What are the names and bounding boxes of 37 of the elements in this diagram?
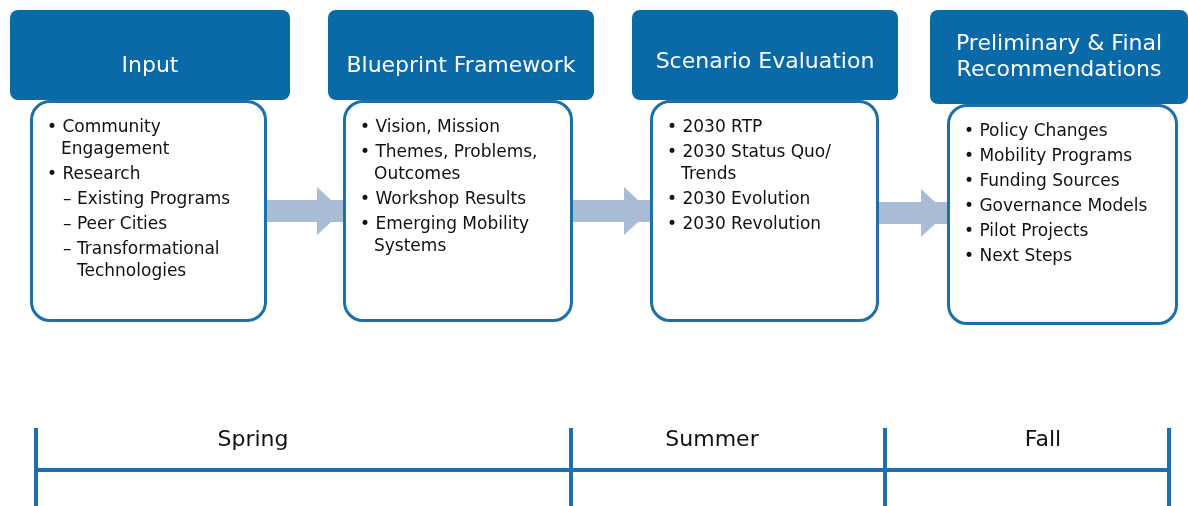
list-item: – Peer Cities	[62, 212, 169, 234]
season-label: Summer	[665, 426, 759, 451]
list-item: • 2030 Revolution	[667, 212, 823, 234]
list-item: • Workshop Results	[360, 187, 528, 209]
list-item: • Policy Changes	[964, 119, 1109, 141]
season-label: Spring	[217, 426, 289, 451]
content-card	[650, 100, 879, 322]
stage-header-box	[930, 10, 1188, 104]
content-card	[947, 104, 1178, 325]
list-item: • Mobility Programs	[964, 144, 1134, 166]
content-card	[30, 100, 267, 322]
stage-title: Input	[120, 52, 180, 78]
list-item: – Existing Programs	[62, 187, 232, 209]
block-arrow	[879, 189, 947, 237]
stage-title: Scenario Evaluation	[654, 48, 876, 74]
list-item: • Research	[47, 162, 142, 184]
stage-header-box	[328, 10, 594, 100]
stage-title: Preliminary & Final Recommendations	[954, 30, 1164, 82]
list-item: • Community Engagement	[47, 115, 171, 159]
list-item: • Vision, Mission	[360, 115, 501, 137]
block-arrow	[573, 187, 650, 235]
content-card	[343, 100, 573, 322]
stage-title: Blueprint Framework	[345, 52, 577, 78]
stage-header-box	[632, 10, 898, 100]
list-item: • Emerging Mobility Systems	[360, 212, 531, 256]
list-item: • 2030 Status Quo/ Trends	[667, 140, 832, 184]
season-label: Fall	[1024, 426, 1062, 451]
list-item: • Funding Sources	[964, 169, 1121, 191]
list-item: • Governance Models	[964, 194, 1149, 216]
list-item: • Themes, Problems, Outcomes	[360, 140, 539, 184]
stage-header-box	[10, 10, 290, 100]
list-item: – Transformational Technologies	[62, 237, 221, 281]
list-item: • 2030 RTP	[667, 115, 764, 137]
list-item: • 2030 Evolution	[667, 187, 812, 209]
block-arrow	[267, 187, 343, 235]
list-item: • Pilot Projects	[964, 219, 1090, 241]
list-item: • Next Steps	[964, 244, 1073, 266]
